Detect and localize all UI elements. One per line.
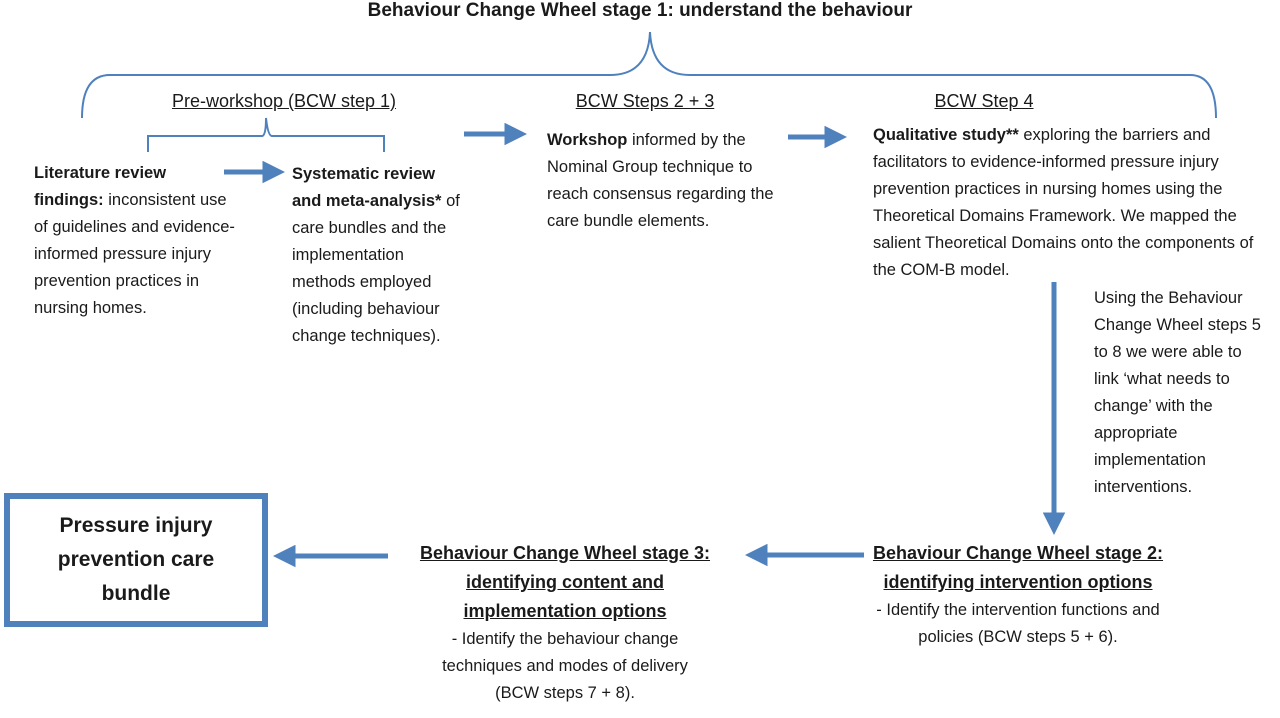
column-heading-pre-workshop: Pre-workshop (BCW step 1)	[171, 91, 397, 111]
qualitative-study-body: exploring the barriers and facilitators …	[873, 126, 1254, 279]
stage-3-body: - Identify the behaviour change techniqu…	[442, 630, 688, 702]
literature-review-body: inconsistent use of guidelines and evide…	[34, 191, 235, 317]
literature-review-label: Literature review findings:	[34, 164, 167, 209]
literature-review-text: Literature review findings: inconsistent…	[34, 160, 240, 322]
stage-2-heading-line2: identifying intervention options	[883, 572, 1153, 592]
diagram-title: Behaviour Change Wheel stage 1: understa…	[367, 0, 913, 21]
systematic-review-text: Systematic review and meta-analysis* of …	[292, 161, 462, 350]
stage-2-heading-line1: Behaviour Change Wheel stage 2:	[872, 543, 1164, 563]
workshop-label: Workshop	[547, 131, 628, 149]
stage-3-heading-line1: Behaviour Change Wheel stage 3:	[419, 543, 711, 563]
column-heading-step-4: BCW Step 4	[934, 91, 1034, 111]
systematic-review-label: Systematic review and meta-analysis*	[292, 165, 442, 210]
qualitative-study-text: Qualitative study** exploring the barrie…	[873, 122, 1277, 284]
pre-workshop-brace	[147, 117, 385, 152]
top-brace	[81, 31, 1217, 119]
bcw-steps-note: Using the Behaviour Change Wheel steps 5…	[1094, 289, 1261, 496]
care-bundle-label: Pressure injury prevention care bundle	[57, 514, 215, 605]
stage-3-heading-line3: implementation options	[463, 601, 667, 621]
stage-3-heading-line2: identifying content and	[466, 572, 664, 592]
stage-2-body: - Identify the intervention functions an…	[876, 601, 1160, 646]
stage-2-block: Behaviour Change Wheel stage 2: identify…	[858, 539, 1178, 651]
qualitative-study-label: Qualitative study**	[873, 126, 1019, 144]
workshop-text: Workshop informed by the Nominal Group t…	[547, 127, 779, 235]
stage-3-block: Behaviour Change Wheel stage 3: identify…	[405, 539, 725, 707]
care-bundle-box: Pressure injury prevention care bundle	[4, 493, 268, 627]
column-heading-steps-2-3: BCW Steps 2 + 3	[575, 91, 715, 111]
systematic-review-body: of care bundles and the implementation m…	[292, 192, 460, 345]
workshop-body: informed by the Nominal Group technique …	[547, 131, 774, 230]
